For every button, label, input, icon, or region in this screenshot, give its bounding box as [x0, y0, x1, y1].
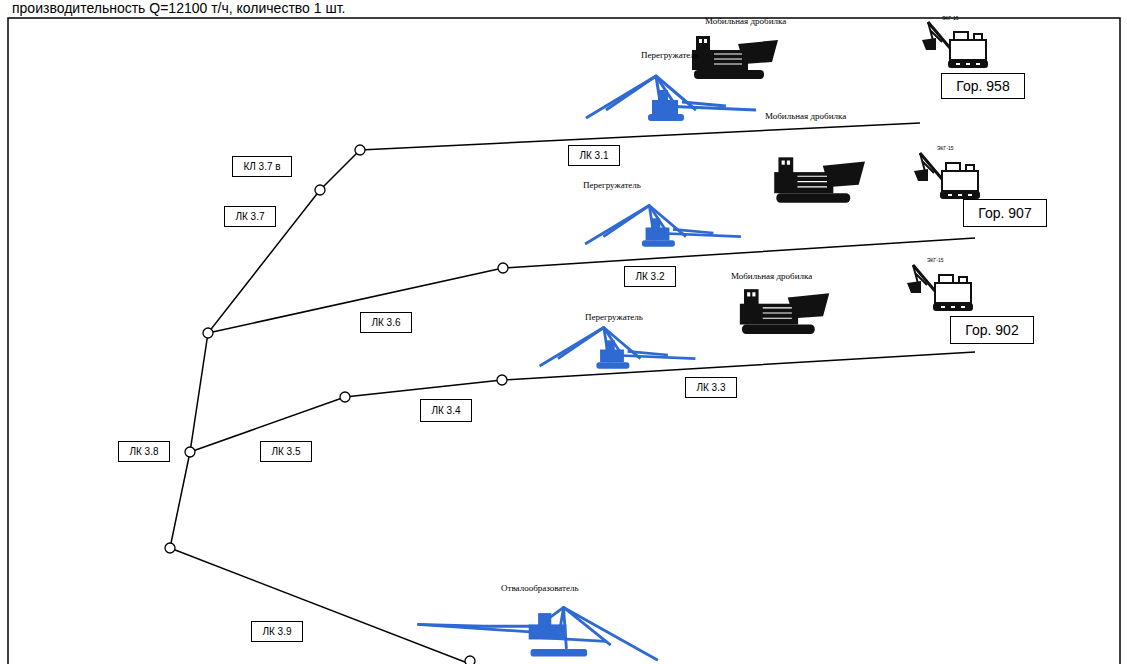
node-text: ЛК 3.1 — [579, 150, 609, 161]
model-label: ЭКГ-15 — [927, 258, 943, 263]
conveyor-tag: КЛ 3.7 в — [232, 156, 292, 177]
node-text: ЛК 3.4 — [431, 405, 461, 416]
node-text: Гор. 958 — [956, 78, 1010, 94]
horizon-box: Гор. 907 — [963, 199, 1047, 227]
equipment-label: Мобильная дробилка — [765, 112, 846, 121]
node-text: ЛК 3.5 — [271, 446, 301, 457]
node-text: ЛК 3.6 — [371, 317, 401, 328]
equipment-label: Перегружатель — [641, 51, 699, 60]
conveyor-tag: ЛК 3.6 — [360, 312, 412, 333]
conveyor-tag: ЛК 3.9 — [251, 621, 303, 642]
conveyor-tag: ЛК 3.3 — [685, 377, 737, 398]
conveyor-tag: ЛК 3.7 — [224, 206, 276, 227]
node-text: ЛК 3.2 — [635, 271, 665, 282]
model-label: ЭКГ-15 — [942, 16, 958, 21]
conveyor-tag: ЛК 3.4 — [420, 399, 472, 422]
equipment-label: Отвалообразователь — [501, 584, 579, 593]
equipment-label: Мобильная дробилка — [705, 17, 786, 26]
node-text: Гор. 902 — [965, 322, 1019, 338]
equipment — [417, 22, 988, 660]
horizon-box: Гор. 902 — [950, 316, 1034, 344]
frame — [8, 18, 1120, 664]
equipment-label: Мобильная дробилка — [731, 272, 812, 281]
node-text: ЛК 3.7 — [235, 211, 265, 222]
node-text: КЛ 3.7 в — [243, 161, 281, 172]
conveyor-tag: ЛК 3.5 — [260, 441, 312, 462]
model-label: ЭКГ-15 — [937, 146, 953, 151]
caption-text: производительность Q=12100 т/ч, количест… — [12, 1, 345, 16]
horizon-box: Гор. 958 — [941, 73, 1025, 99]
conveyor-tag: ЛК 3.2 — [624, 266, 676, 287]
node-text: ЛК 3.9 — [262, 626, 292, 637]
conveyor-tag: ЛК 3.8 — [118, 441, 170, 462]
conveyor-lines — [170, 123, 975, 664]
equipment-label: Перегружатель — [583, 181, 641, 190]
equipment-label: Перегружатель — [585, 313, 643, 322]
node-text: ЛК 3.3 — [696, 382, 726, 393]
conveyor-tag: ЛК 3.1 — [568, 145, 620, 166]
node-text: Гор. 907 — [978, 205, 1032, 221]
node-text: ЛК 3.8 — [129, 446, 159, 457]
junction-points — [165, 145, 508, 664]
